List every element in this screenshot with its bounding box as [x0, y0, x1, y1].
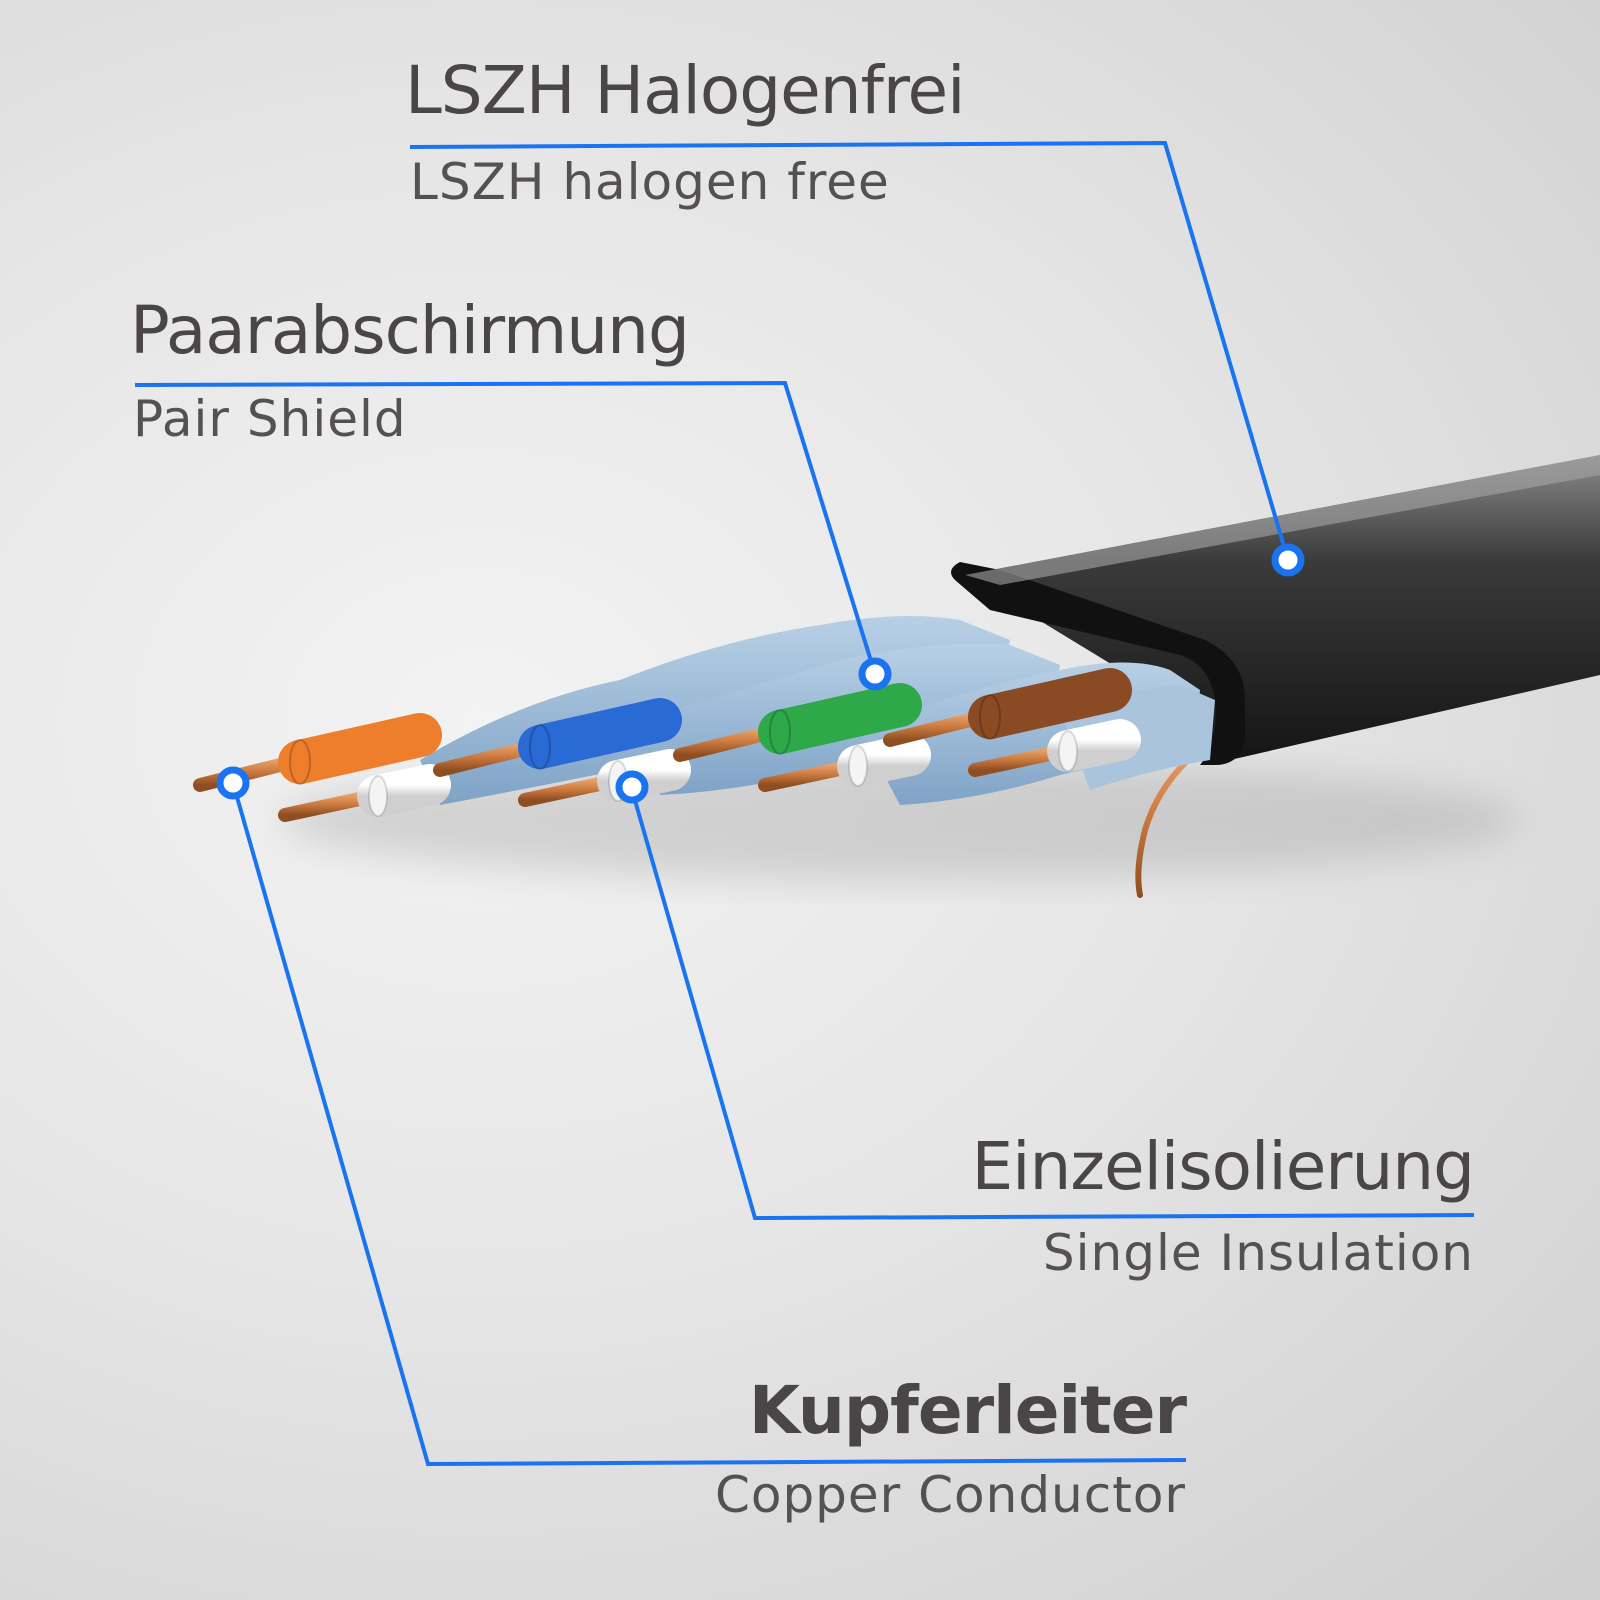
jacket-subtitle: LSZH halogen free	[410, 153, 890, 211]
jacket-callout-line	[409, 140, 1290, 561]
blue-pair	[433, 698, 691, 807]
insulation-end	[368, 775, 388, 817]
colored-insulation	[968, 668, 1132, 739]
insulation-end	[979, 694, 1001, 740]
insulation-end	[1058, 730, 1078, 772]
shield-subtitle: Pair Shield	[133, 390, 407, 448]
colored-insulation	[278, 713, 442, 784]
jacket-callout-dot	[1271, 543, 1305, 577]
insulation-subtitle: Single Insulation	[1042, 1224, 1474, 1282]
insulation-end	[769, 709, 791, 755]
twisted-pairs	[193, 668, 1141, 822]
colored-insulation	[518, 698, 682, 769]
shield-callout-dot	[858, 657, 892, 691]
drain-wire	[1135, 742, 1208, 898]
insulation-end	[848, 745, 868, 787]
jacket-title: LSZH Halogenfrei	[405, 52, 965, 129]
brown-pair	[883, 668, 1141, 777]
conductor-callout-dot	[216, 766, 250, 800]
shield-title: Paarabschirmung	[130, 292, 690, 369]
conductor-subtitle: Copper Conductor	[714, 1466, 1186, 1524]
insulation-end	[529, 724, 551, 770]
insulation-title: Einzelisolierung	[971, 1128, 1475, 1205]
conductor-callout-line	[231, 782, 1187, 1467]
shield-callout-line	[134, 380, 877, 675]
colored-insulation	[758, 683, 922, 754]
green-pair	[673, 683, 931, 792]
conductor-title: Kupferleiter	[748, 1372, 1187, 1449]
insulation-callout-line	[630, 789, 1475, 1221]
insulation-callout-dot	[615, 770, 649, 804]
insulation-end	[289, 739, 311, 785]
cable-jacket	[951, 455, 1600, 765]
callout-lines	[134, 140, 1475, 1467]
